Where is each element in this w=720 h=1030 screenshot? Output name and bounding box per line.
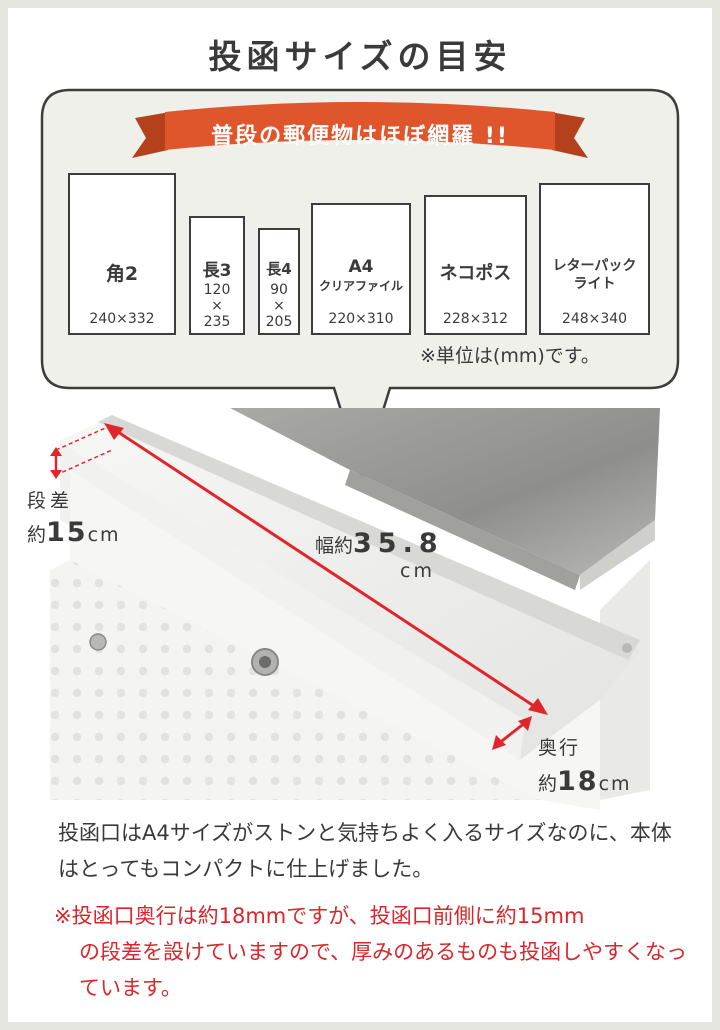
envelope-size: 220×310 [328, 311, 394, 327]
envelope-height: 205 [265, 314, 293, 330]
envelope-times: × [273, 298, 285, 314]
step-label-text: 段差 [27, 490, 74, 512]
depth-note-line2: の段差を設けていますので、厚みのあるものも投函しやすくなっています。 [79, 940, 687, 1000]
width-label-text: 幅約 [315, 535, 354, 557]
envelope-kaku2: 角2 240×332 [68, 173, 176, 335]
step-value: 15 [46, 517, 88, 548]
depth-note-line1: ※投函口奥行は約18mmですが、投函口前側に約15mm [54, 904, 585, 928]
width-arrow [104, 423, 548, 715]
key-lock [251, 648, 279, 676]
step-label: 段差 約15cm [27, 485, 121, 551]
depth-prefix: 約 [538, 773, 558, 795]
width-value: 35.8 [353, 528, 444, 559]
description-text: 投函口はA4サイズがストンと気持ちよく入るサイズなのに、本体はとってもコンパクト… [58, 821, 672, 881]
ribbon-banner [132, 102, 588, 158]
width-unit: cm [400, 560, 435, 582]
step-height-arrow [50, 447, 62, 479]
steel-lid [230, 408, 660, 575]
envelope-name: レターパック [552, 258, 637, 274]
envelope-subname: クリアファイル [318, 279, 403, 293]
envelope-size: 248×340 [561, 311, 628, 327]
unit-note: ※単位は(mm)です。 [420, 345, 600, 367]
envelope-naga3: 長3 120 × 235 [189, 216, 245, 335]
envelope-name: ネコポス [439, 263, 512, 284]
envelope-name: A4 [348, 257, 374, 277]
envelope-size: 228×312 [442, 311, 509, 327]
slot-opening [60, 420, 640, 760]
envelope-name: 長3 [202, 261, 232, 281]
depth-arrow [492, 716, 532, 750]
ribbon-text: 普段の郵便物はほぼ網羅 !! [211, 124, 509, 149]
envelope-nekopos: ネコポス 228×312 [424, 195, 527, 335]
envelope-name-line2: ライト [573, 276, 616, 292]
depth-note: ※投函口奥行は約18mmですが、投函口前側に約15mm の段差を設けていますので… [54, 898, 694, 1006]
width-label: 幅約35.8 cm [315, 528, 444, 582]
depth-label: 奥行 約18cm [538, 731, 632, 801]
envelope-a4: A4 クリアファイル 220×310 [311, 203, 411, 335]
envelope-size: 240×332 [89, 311, 155, 327]
depth-value: 18 [557, 766, 599, 797]
side-panel [600, 560, 650, 800]
step-unit: cm [87, 524, 121, 546]
envelope-name: 長4 [266, 260, 292, 278]
step-prefix: 約 [27, 524, 47, 546]
mailbox-photo [50, 408, 660, 810]
envelope-width: 90 [270, 282, 288, 298]
envelope-width: 120 [203, 282, 231, 298]
envelope-height: 235 [203, 314, 231, 330]
envelope-naga4: 長4 90 × 205 [258, 228, 300, 335]
envelope-letterpack: レターパック ライト 248×340 [539, 183, 650, 335]
envelope-times: × [211, 298, 223, 314]
depth-unit: cm [598, 773, 632, 795]
envelope-name: 角2 [105, 263, 139, 285]
depth-label-text: 奥行 [538, 737, 581, 759]
page-title: 投函サイズの目安 [208, 37, 512, 76]
